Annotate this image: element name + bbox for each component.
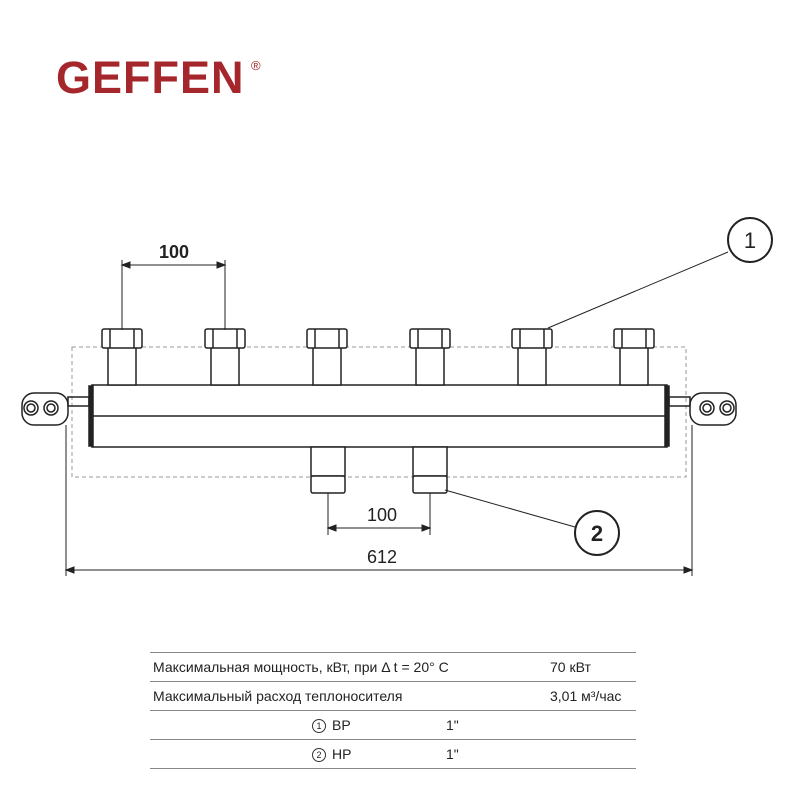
inlet-pipe bbox=[412, 446, 448, 494]
dimension-bottom-label: 100 bbox=[367, 505, 397, 525]
callout-2-label: 2 bbox=[591, 521, 603, 546]
bottom-inlets bbox=[310, 446, 448, 494]
dimension-lines bbox=[64, 251, 729, 576]
outlet-pipe bbox=[409, 328, 451, 386]
left-bracket bbox=[21, 392, 90, 426]
table-row: Максимальный расход теплоносителя 3,01 м… bbox=[150, 681, 636, 710]
row-label: Максимальная мощность, кВт, при Δ t = 20… bbox=[153, 659, 449, 675]
row-value: 70 кВт bbox=[550, 659, 591, 675]
row-value: 3,01 м³/час bbox=[550, 688, 622, 704]
top-outlets bbox=[101, 328, 655, 386]
connection-cell: 1 ВР bbox=[312, 717, 351, 733]
callout-2-circle bbox=[574, 510, 620, 556]
connection-size: 1" bbox=[446, 746, 459, 762]
callout-1-icon: 1 bbox=[312, 719, 326, 733]
table-row: 1 ВР 1" bbox=[150, 710, 636, 739]
table-row: Максимальная мощность, кВт, при Δ t = 20… bbox=[150, 652, 636, 681]
bounding-dashed-outline bbox=[71, 346, 687, 478]
row-label: Максимальный расход теплоносителя bbox=[153, 688, 403, 704]
right-bracket bbox=[668, 392, 737, 426]
manifold-body bbox=[88, 384, 670, 448]
geffen-logo: GEFFEN bbox=[56, 52, 245, 103]
callout-1-circle bbox=[727, 217, 773, 263]
dimension-overall-label: 612 bbox=[367, 547, 397, 567]
outlet-pipe bbox=[613, 328, 655, 386]
table-row: 2 НР 1" bbox=[150, 739, 636, 769]
outlet-pipe bbox=[101, 328, 143, 386]
callout-2-icon: 2 bbox=[312, 748, 326, 762]
inlet-pipe bbox=[310, 446, 346, 494]
outlet-pipe bbox=[204, 328, 246, 386]
connection-type: ВР bbox=[332, 717, 351, 733]
outlet-pipe bbox=[306, 328, 348, 386]
callout-1-label: 1 bbox=[744, 228, 756, 253]
connection-size: 1" bbox=[446, 717, 459, 733]
registered-mark: ® bbox=[251, 58, 261, 73]
spec-table: Максимальная мощность, кВт, при Δ t = 20… bbox=[150, 652, 636, 769]
outlet-pipe bbox=[511, 328, 553, 386]
dimension-top-label: 100 bbox=[159, 242, 189, 262]
connection-type: НР bbox=[332, 746, 352, 762]
connection-cell: 2 НР bbox=[312, 746, 351, 762]
